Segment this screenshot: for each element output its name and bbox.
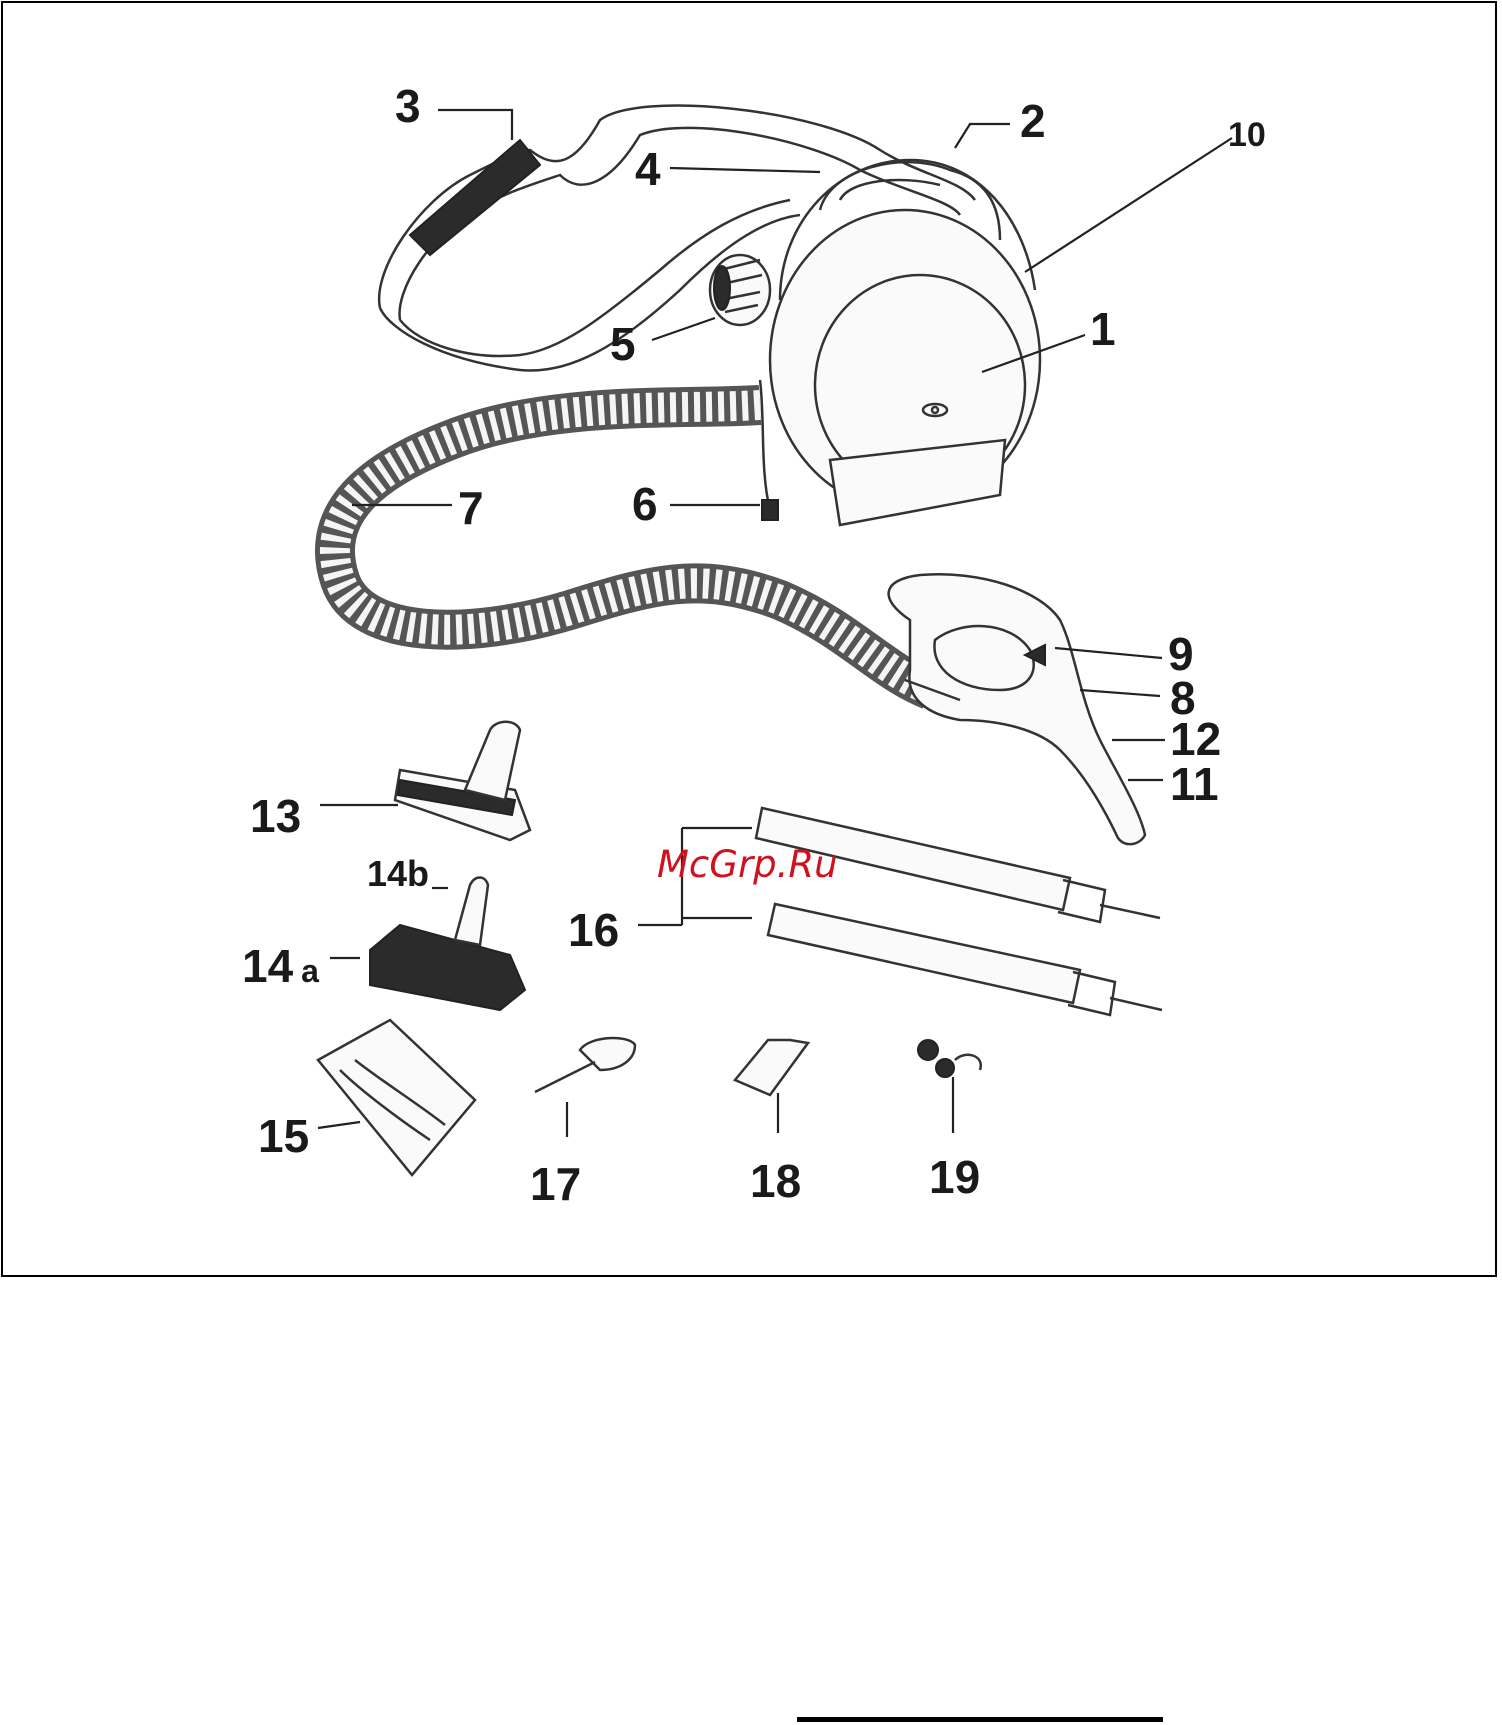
floor-brush-illustration [370, 878, 525, 1011]
callout-18: 18 [750, 1155, 801, 1207]
callout-11: 11 [1170, 758, 1219, 810]
control-knob [710, 255, 770, 325]
callout-3: 3 [395, 80, 421, 132]
callout-2: 2 [1020, 95, 1046, 147]
callout-16: 16 [568, 904, 619, 956]
callout-7: 7 [458, 482, 484, 534]
window-squeegee-illustration [395, 722, 530, 840]
watermark-text: McGrp.Ru [657, 843, 838, 886]
cleaning-cloth-illustration [318, 1020, 475, 1175]
callout-5: 5 [610, 318, 636, 370]
callout-4: 4 [635, 143, 661, 195]
callout-6: 6 [632, 478, 658, 530]
callout-15: 15 [258, 1110, 309, 1162]
callout-14b: 14b [367, 853, 429, 894]
bottom-rule [797, 1717, 1163, 1722]
round-brushes-illustration [918, 1040, 981, 1077]
concentrator-nozzle-illustration [735, 1040, 808, 1095]
callout-9: 9 [1168, 628, 1194, 680]
callout-17: 17 [530, 1158, 581, 1210]
funnel-illustration [535, 1038, 635, 1092]
callout-1: 1 [1090, 303, 1116, 355]
extension-tubes-illustration [756, 808, 1162, 1015]
steam-gun-handle-illustration [889, 574, 1145, 844]
callout-19: 19 [929, 1151, 980, 1203]
callout-10: 10 [1228, 116, 1266, 154]
callout-12: 12 [1170, 713, 1221, 765]
callout-13: 13 [250, 790, 301, 842]
